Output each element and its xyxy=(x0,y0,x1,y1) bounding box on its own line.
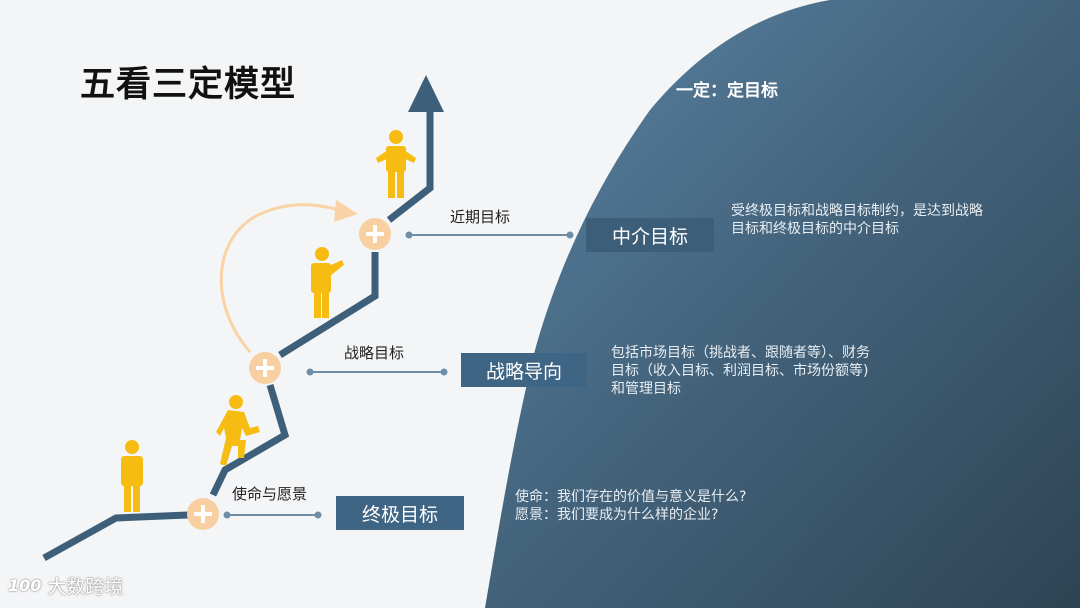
page-title: 五看三定模型 xyxy=(80,65,297,105)
staircase-path xyxy=(42,511,189,562)
plus-circle-icon xyxy=(359,218,391,250)
logo-mark-icon: 100 xyxy=(8,576,42,595)
goal-description-intermediate: 受终极目标和战略目标制约，是达到战略 目标和终极目标的中介目标 xyxy=(731,202,983,238)
waving-person-icon xyxy=(311,247,344,318)
standing-person-icon xyxy=(121,440,143,512)
dark-panel xyxy=(485,0,1080,608)
goal-description-ultimate: 使命：我们存在的价值与意义是什么? 愿景：我们要成为什么样的企业? xyxy=(515,488,746,524)
step-label-near-term: 近期目标 xyxy=(450,208,511,226)
desc-line: 和管理目标 xyxy=(611,381,681,397)
plus-circle-icon xyxy=(187,498,219,530)
desc-line: 愿景：我们要成为什么样的企业? xyxy=(515,507,719,523)
step-label-mission: 使命与愿景 xyxy=(232,485,308,503)
plus-circle-icon xyxy=(249,352,281,384)
curved-arrow-icon xyxy=(219,200,358,353)
desc-line: 目标和终极目标的中介目标 xyxy=(731,221,899,237)
up-arrow-icon xyxy=(408,75,444,112)
step-label-strategic: 战略目标 xyxy=(344,344,405,362)
climbing-person-icon xyxy=(216,395,260,466)
connector-3 xyxy=(405,231,574,239)
goal-box-strategic: 战略导向 xyxy=(461,353,587,387)
section-subtitle: 一定：定目标 xyxy=(676,81,778,101)
desc-line: 使命：我们存在的价值与意义是什么? xyxy=(515,489,747,505)
goal-box-ultimate: 终极目标 xyxy=(336,496,464,530)
goal-box-intermediate: 中介目标 xyxy=(586,218,714,252)
goal-description-strategic: 包括市场目标（挑战者、跟随者等）、财务 目标（收入目标、利润目标、市场份额等) … xyxy=(611,344,870,398)
watermark-text: 大数跨境 xyxy=(47,576,124,598)
connector-2 xyxy=(306,368,448,376)
shrugging-person-icon xyxy=(376,130,416,198)
desc-line: 受终极目标和战略目标制约，是达到战略 xyxy=(731,203,983,219)
desc-line: 目标（收入目标、利润目标、市场份额等) xyxy=(611,363,869,379)
watermark-logo: 100 大数跨境 xyxy=(8,572,123,599)
connector-1 xyxy=(223,511,322,519)
desc-line: 包括市场目标（挑战者、跟随者等）、财务 xyxy=(611,345,870,361)
